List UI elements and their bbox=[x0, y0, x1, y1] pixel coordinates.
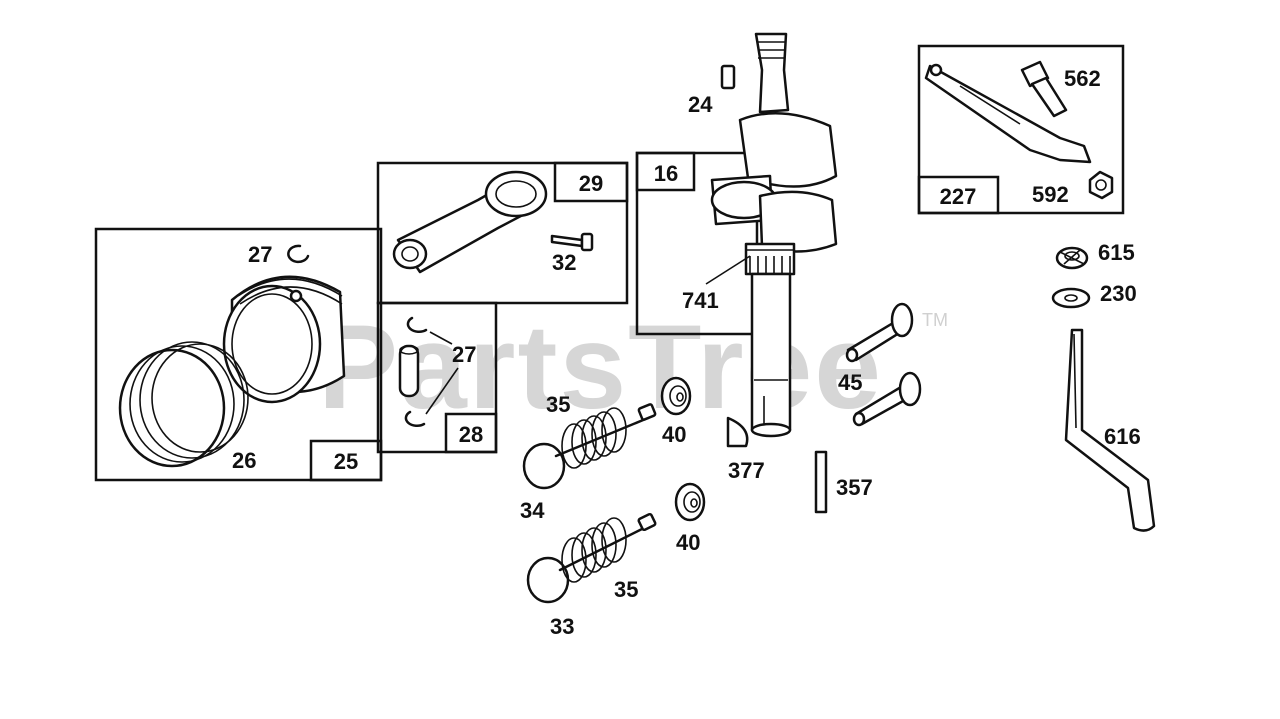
callout-40-upper: 40 bbox=[662, 422, 686, 447]
box-16[interactable]: 16 bbox=[635, 151, 759, 336]
rod-bolt-drawing[interactable] bbox=[550, 232, 594, 252]
retainer-40-upper-drawing[interactable] bbox=[660, 376, 692, 416]
callout-741: 741 bbox=[682, 288, 719, 313]
callout-35-upper: 35 bbox=[546, 392, 570, 417]
box-227-tab bbox=[917, 175, 1000, 215]
callout-230: 230 bbox=[1100, 281, 1137, 306]
piston-clip-drawing[interactable] bbox=[287, 244, 310, 264]
key-377-drawing[interactable] bbox=[726, 416, 749, 448]
box-29-label: 29 bbox=[579, 171, 603, 196]
box-25-tab bbox=[309, 439, 383, 482]
connecting-rod-drawing[interactable] bbox=[392, 170, 548, 274]
box-29[interactable]: 29 bbox=[376, 161, 629, 305]
spring-35-upper-drawing[interactable] bbox=[561, 407, 627, 469]
callout-26: 26 bbox=[232, 448, 256, 473]
callout-24: 24 bbox=[688, 92, 713, 117]
watermark-trademark: TM bbox=[922, 310, 948, 330]
governor-shaft-616-drawing[interactable] bbox=[1064, 328, 1156, 532]
callout-33: 33 bbox=[550, 614, 574, 639]
callout-377: 377 bbox=[728, 458, 765, 483]
callout-40-lower: 40 bbox=[676, 530, 700, 555]
callout-35-lower: 35 bbox=[614, 577, 638, 602]
spring-35-lower-drawing[interactable] bbox=[561, 517, 627, 583]
callout-592: 592 bbox=[1032, 182, 1069, 207]
pin-357-drawing[interactable] bbox=[814, 450, 828, 514]
box-28-tab bbox=[444, 412, 498, 454]
crankshaft-drawing[interactable] bbox=[710, 32, 838, 438]
governor-bolt-drawing[interactable] bbox=[1020, 60, 1068, 118]
retainer-40-lower-drawing[interactable] bbox=[674, 482, 706, 522]
box-28-label: 28 bbox=[459, 422, 483, 447]
callout-615: 615 bbox=[1098, 240, 1135, 265]
washer-230-drawing[interactable] bbox=[1051, 287, 1091, 309]
crankshaft-key-drawing[interactable] bbox=[720, 64, 736, 90]
box-29-tab bbox=[553, 161, 629, 203]
callout-32: 32 bbox=[552, 250, 576, 275]
callout-45: 45 bbox=[838, 370, 862, 395]
piston-drawing[interactable] bbox=[222, 275, 346, 404]
box-16-tab bbox=[635, 151, 696, 192]
callout-27-pin: 27 bbox=[452, 342, 476, 367]
callout-357: 357 bbox=[836, 475, 873, 500]
gear-615-drawing[interactable] bbox=[1055, 246, 1089, 270]
tappet-45-upper-drawing[interactable] bbox=[845, 302, 914, 363]
box-16-label: 16 bbox=[654, 161, 678, 186]
callout-562: 562 bbox=[1064, 66, 1101, 91]
callout-616: 616 bbox=[1104, 424, 1141, 449]
valve-33-drawing[interactable] bbox=[526, 512, 657, 604]
wrist-pin-drawing[interactable] bbox=[398, 316, 459, 427]
box-25-label: 25 bbox=[334, 449, 358, 474]
tappet-45-lower-drawing[interactable] bbox=[852, 371, 922, 427]
callout-27-piston: 27 bbox=[248, 242, 272, 267]
piston-rings-drawing[interactable] bbox=[118, 341, 249, 468]
box-227-label: 227 bbox=[940, 184, 977, 209]
box-25[interactable]: 25 bbox=[94, 227, 383, 482]
box-28[interactable]: 28 bbox=[376, 301, 498, 454]
box-227[interactable]: 227 bbox=[917, 44, 1125, 215]
governor-nut-drawing[interactable] bbox=[1088, 170, 1114, 200]
callout-34: 34 bbox=[520, 498, 545, 523]
governor-arm-drawing[interactable] bbox=[924, 63, 1092, 164]
